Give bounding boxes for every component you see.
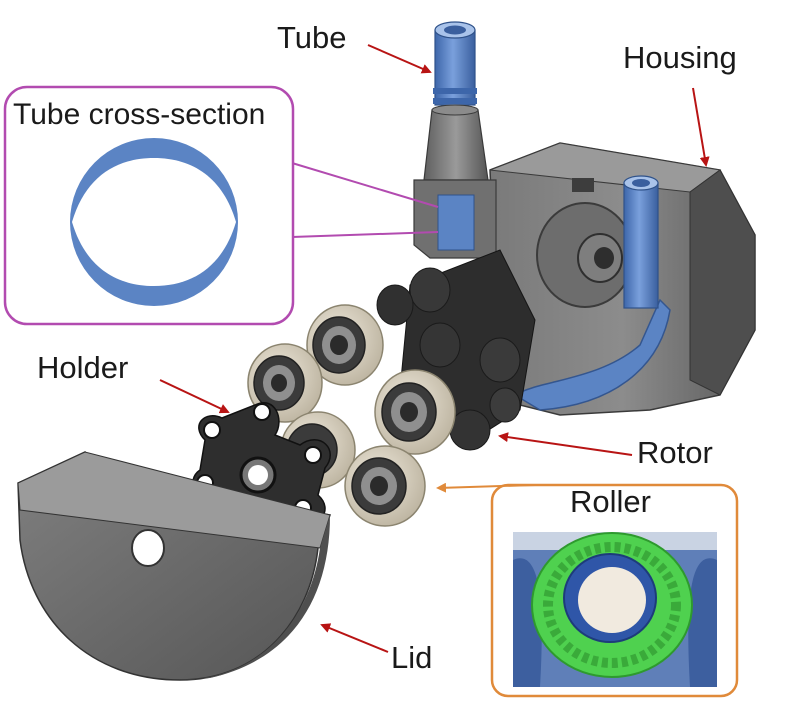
roller-label: Roller [570,484,651,519]
rotor-label: Rotor [637,435,713,470]
roller-arrow [436,482,536,493]
lid-arrow [320,623,389,653]
tube-connector [423,109,489,181]
housing [489,142,756,416]
tube [413,21,497,259]
housing-slot [572,178,594,192]
tube-arrow [367,44,432,74]
tube-label: Tube [277,20,347,55]
roller-1 [306,304,384,386]
roller-detail-inset [490,483,739,698]
lid-label: Lid [391,640,433,675]
tube-cross-section-inset [3,85,439,326]
holder-label: Holder [37,350,129,385]
tube-cross-section-ring [70,138,238,306]
roller-3 [374,369,456,455]
lid [17,451,332,681]
lid-hole [131,529,165,567]
tube-right-segment [623,175,659,309]
leader-arrows [159,44,710,653]
housing-label: Housing [623,40,737,75]
rotor-arrow [498,432,633,456]
tube-cross-section-label: Tube cross-section [13,98,266,131]
housing-arrow [692,87,710,167]
holder-arrow [159,379,230,414]
roller-5 [344,445,426,527]
